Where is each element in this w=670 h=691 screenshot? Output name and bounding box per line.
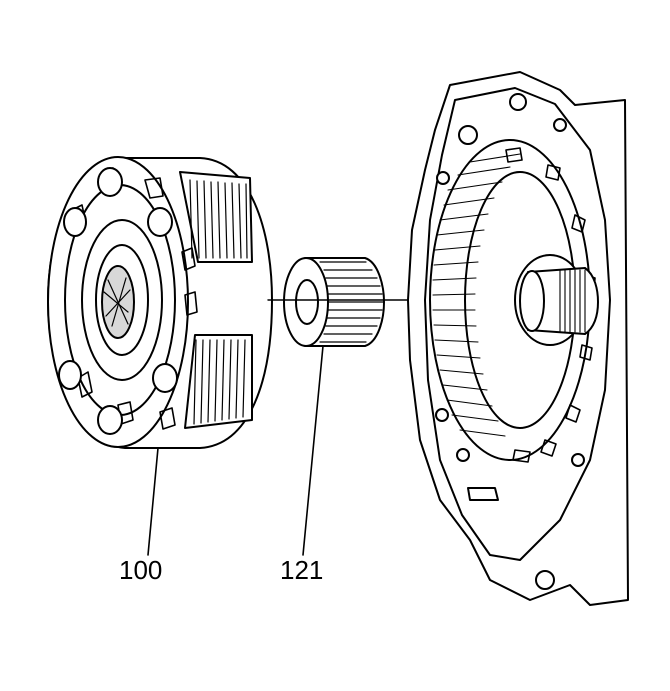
output-shaft-end — [520, 271, 544, 331]
hub-spline-lines — [104, 278, 130, 326]
carrier-assembly-100 — [48, 157, 272, 448]
ring-gear-teeth — [433, 154, 520, 436]
case-dowel-pin — [468, 488, 498, 500]
case-flange — [425, 88, 610, 560]
leader-line-121 — [303, 346, 323, 555]
sun-gear-bore — [296, 280, 318, 324]
ring-gear-lugs — [506, 148, 595, 462]
pinion-pins — [59, 168, 177, 434]
sun-gear-121 — [284, 258, 384, 346]
upper-pinion-gear — [180, 172, 252, 262]
transmission-case — [408, 72, 628, 605]
sun-gear-teeth — [320, 262, 383, 342]
leader-line-100 — [148, 448, 158, 555]
carrier-hub-inner — [96, 245, 148, 355]
callout-121: 121 — [280, 555, 324, 585]
callout-100: 100 — [119, 555, 163, 585]
output-shaft-spline — [560, 270, 585, 332]
lower-pinion-gear — [185, 335, 252, 428]
case-bolt-bosses — [436, 94, 584, 589]
